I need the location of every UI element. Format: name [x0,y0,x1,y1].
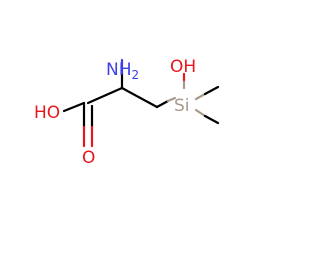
bond-c1-c2 [86,86,124,105]
bond-c3-si-grey [166,96,177,103]
acid-hydroxyl-label: HO [34,103,60,123]
silicon-label: Si [174,96,190,116]
bond-si-me1 [203,85,220,96]
carbonyl-oxygen-label: O [82,148,95,168]
amine-label: NH2 [106,60,139,82]
bond-si-me1-grey [194,92,207,101]
silanol-label: OH [170,57,196,77]
bond-c1-oh-carbon-half [62,101,86,113]
bond-c2-c3 [120,86,159,109]
structure-canvas: NH2 HO O Si OH [34,57,220,168]
molecule-structure: NH2 HO O Si OH [34,57,220,168]
bond-si-me2 [203,114,220,125]
bond-c3-si [155,99,170,109]
bond-si-me2-grey [194,108,207,118]
